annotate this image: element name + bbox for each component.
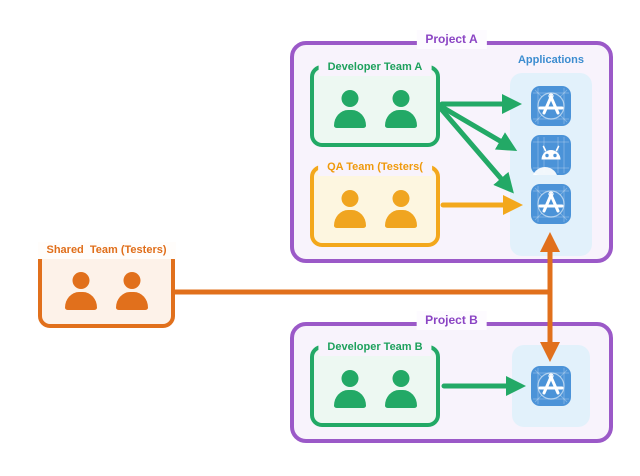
shared-team-members [42, 252, 171, 324]
project-a-group: Project A Developer Team A QA Team (Test… [290, 30, 613, 263]
person-icon [64, 272, 98, 312]
app-store-icon [531, 86, 571, 126]
person-icon [333, 190, 367, 230]
developer-team-a-label: Developer Team A [318, 59, 432, 76]
shared-team-box: Shared Team (Testers) [37, 242, 176, 328]
person-icon [384, 90, 418, 130]
android-icon [531, 135, 571, 175]
qa-team-box: QA Team (Testers( [310, 159, 440, 247]
person-icon [384, 370, 418, 410]
developer-team-b-label: Developer Team B [318, 339, 432, 356]
project-a-title: Project A [416, 30, 487, 49]
developer-team-a-members [314, 69, 436, 143]
project-b-group: Project B Developer Team B [290, 311, 613, 443]
developer-team-a-box: Developer Team A [310, 59, 440, 147]
project-b-applications-panel [512, 345, 590, 427]
app-store-icon [531, 366, 571, 406]
developer-team-b-members [314, 349, 436, 423]
qa-team-members [314, 169, 436, 243]
project-b-title: Project B [416, 311, 487, 330]
app-store-icon [531, 184, 571, 224]
person-icon [333, 90, 367, 130]
qa-team-label: QA Team (Testers( [318, 159, 432, 176]
project-a-applications-panel [510, 73, 592, 256]
developer-team-b-box: Developer Team B [310, 339, 440, 427]
person-icon [384, 190, 418, 230]
applications-label: Applications [517, 54, 584, 66]
person-icon [333, 370, 367, 410]
person-icon [115, 272, 149, 312]
shared-team-label: Shared Team (Testers) [37, 242, 176, 259]
